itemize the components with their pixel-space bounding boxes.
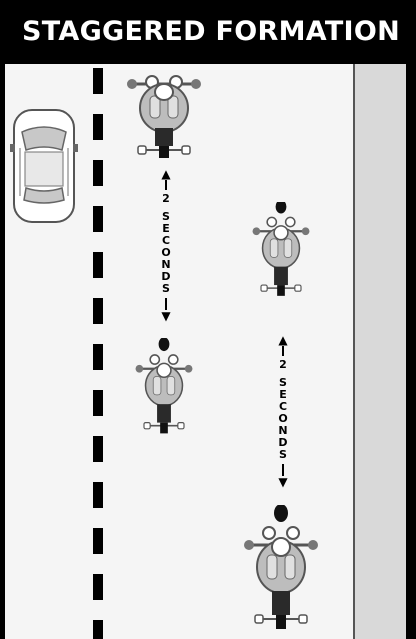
arrow-stem <box>282 346 284 356</box>
diagram-title: STAGGERED FORMATION <box>0 0 416 64</box>
lane-dash <box>93 298 103 324</box>
spacing-number: 2 <box>162 190 170 208</box>
arrow-up-icon: ▲ <box>278 334 287 346</box>
motorcycle-rider-icon <box>241 202 321 302</box>
lane-dash <box>93 252 103 278</box>
spacing-word: SECONDS <box>277 374 289 464</box>
lane-dash <box>93 528 103 554</box>
road-shoulder <box>353 64 406 639</box>
lane-divider-line <box>93 64 103 639</box>
lane-dash <box>93 482 103 508</box>
lane-dash <box>93 390 103 416</box>
lane-dash <box>93 114 103 140</box>
lane-dash <box>93 620 103 639</box>
lane-dash <box>93 68 103 94</box>
spacing-word: SECONDS <box>160 208 172 298</box>
motorcycle-rider-icon <box>241 505 321 639</box>
lane-dash <box>93 574 103 600</box>
lane-dash <box>93 436 103 462</box>
spacing-indicator: ▲ 2 SECONDS ▼ <box>273 334 293 504</box>
spacing-indicator: ▲ 2 SECONDS ▼ <box>156 168 176 338</box>
right-border <box>406 64 416 639</box>
arrow-down-icon: ▼ <box>278 476 287 488</box>
arrow-stem <box>165 180 167 190</box>
lane-dash <box>93 160 103 186</box>
spacing-number: 2 <box>279 356 287 374</box>
motorcycle-rider-icon <box>124 338 204 438</box>
arrow-up-icon: ▲ <box>161 168 170 180</box>
arrow-down-icon: ▼ <box>161 310 170 322</box>
lane-dash <box>93 344 103 370</box>
car-icon <box>10 108 78 224</box>
motorcycle-rider-icon <box>124 62 204 162</box>
lane-dash <box>93 206 103 232</box>
